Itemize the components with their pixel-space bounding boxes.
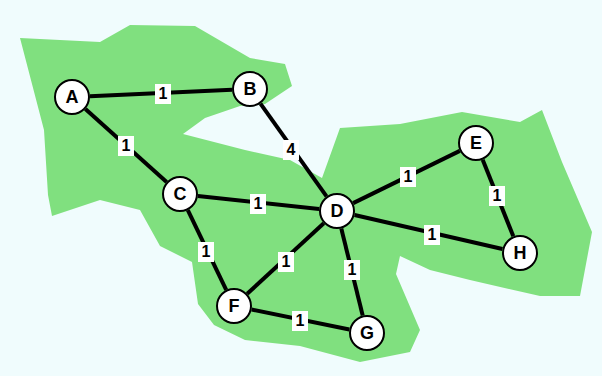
vertex-name: C [174,185,187,203]
graph-vertex: B [232,71,268,107]
edge-weight: 1 [344,260,361,280]
edge-weight: 1 [489,186,506,206]
edge-weight: 4 [283,140,300,160]
edge-weight: 1 [155,84,172,104]
edge-weight: 1 [292,311,309,331]
vertex-name: B [244,80,257,98]
green-region [20,25,592,362]
graph-vertex: F [216,288,252,324]
graph-vertex: G [349,315,385,351]
vertex-name: F [229,297,240,315]
vertex-name: G [360,324,374,342]
vertex-name: A [66,88,79,106]
edge-weight: 1 [400,167,417,187]
weighted-edge [483,160,514,237]
edge-weight: 1 [118,136,135,156]
vertex-name: E [470,134,482,152]
vertex-name: D [331,202,344,220]
graph-vertex: D [319,193,355,229]
weighted-edge [188,210,226,290]
edge-weight: 1 [278,252,295,272]
graph-vertex: E [458,125,494,161]
graph-vertex: H [502,235,538,271]
graph-vertex: A [54,79,90,115]
edge-weight: 1 [250,194,267,214]
edge-weight: 1 [424,225,441,245]
graph-vertex: C [162,176,198,212]
weighted-edge [247,223,324,294]
weighted-edge [353,151,460,203]
edge-weight: 1 [198,242,215,262]
weighted-edge [341,228,362,315]
vertex-name: H [514,244,527,262]
weighted-edge [260,104,326,197]
weighted-edge [85,109,166,182]
weighted-edge [355,215,503,249]
